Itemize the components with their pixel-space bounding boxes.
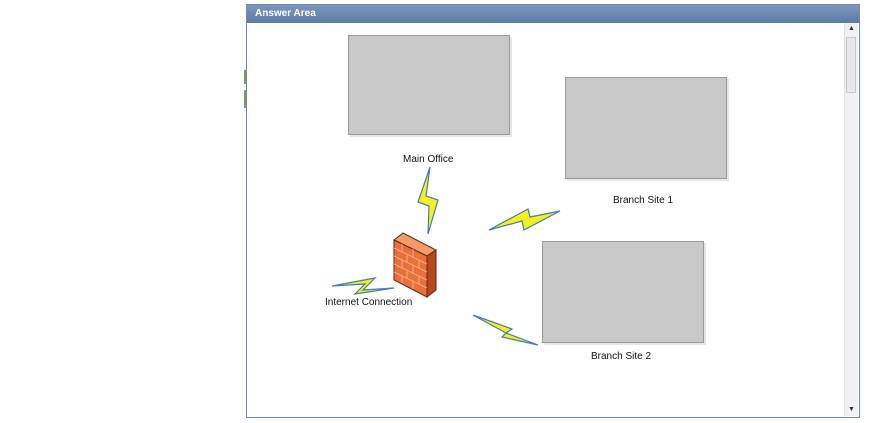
scroll-up-arrow[interactable]: ▲	[848, 25, 855, 32]
scroll-thumb[interactable]	[846, 37, 856, 93]
firewall-icon	[393, 232, 437, 298]
label-branch-site-1: Branch Site 1	[613, 195, 674, 206]
lightning-bolt-icon	[488, 208, 561, 231]
vertical-scrollbar[interactable]: ▲ ▼	[844, 23, 858, 416]
panel-title: Answer Area	[247, 5, 859, 23]
label-branch-site-2: Branch Site 2	[591, 351, 652, 362]
drop-target-branch-site-1[interactable]	[565, 77, 727, 179]
label-main-office: Main Office	[403, 154, 454, 165]
drop-target-main-office[interactable]	[348, 35, 510, 135]
label-internet-connection: Internet Connection	[325, 297, 413, 308]
lightning-bolt-icon	[331, 277, 395, 295]
lightning-bolt-icon	[417, 166, 439, 235]
drop-target-branch-site-2[interactable]	[542, 241, 704, 343]
scroll-down-arrow[interactable]: ▼	[848, 406, 855, 413]
lightning-bolt-icon	[472, 314, 539, 346]
left-edge-marks	[244, 70, 246, 134]
